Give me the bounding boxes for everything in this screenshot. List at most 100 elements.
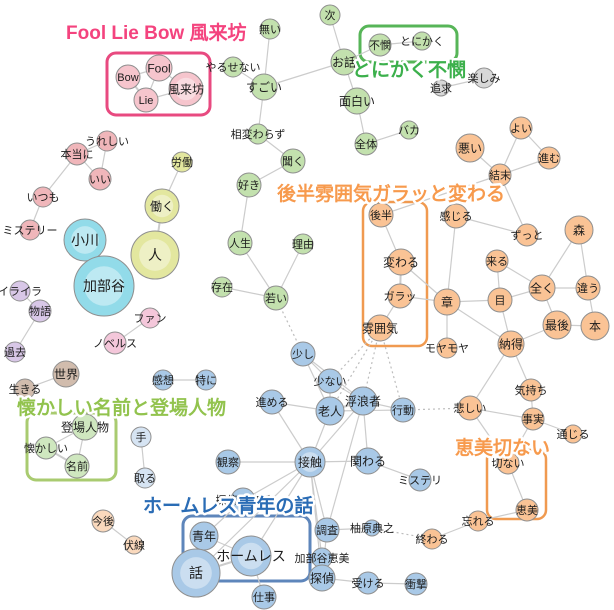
node-調査[interactable] [314,517,340,543]
node-少ない[interactable] [317,368,343,394]
node-納得[interactable] [497,330,525,358]
node-いい[interactable] [88,167,112,191]
node-いつも[interactable] [32,186,54,208]
edge-雰囲気-行動 [379,327,404,411]
node-よい[interactable] [509,116,533,140]
node-働く[interactable] [144,188,180,224]
node-無い[interactable] [259,18,281,40]
node-Bow[interactable] [115,64,141,90]
node-相変わらず[interactable] [247,123,269,145]
node-柚原典之[interactable] [363,519,381,537]
node-探偵[interactable] [308,564,336,592]
node-仕事[interactable] [251,584,277,610]
node-ミステリー[interactable] [19,219,41,241]
node-受ける[interactable] [356,571,380,595]
node-バカ[interactable] [399,120,419,140]
node-目[interactable] [487,287,513,313]
node-衝撃[interactable] [404,572,428,596]
node-労働[interactable] [171,151,193,173]
node-世界[interactable] [52,360,80,388]
node-面白い[interactable] [343,87,371,115]
node-名前[interactable] [64,453,90,479]
node-忘れる[interactable] [467,510,489,532]
node-ずっと[interactable] [515,223,539,247]
node-楽しみ[interactable] [473,67,495,89]
node-過去[interactable] [4,341,26,363]
node-違う[interactable] [575,275,601,301]
node-若い[interactable] [263,285,289,311]
node-悲しい[interactable] [457,395,483,421]
node-本[interactable] [580,311,610,341]
node-すごい[interactable] [250,73,278,101]
node-終わる[interactable] [421,528,443,550]
node-接触[interactable] [294,446,326,478]
node-存在[interactable] [211,276,233,298]
node-悪い[interactable] [455,133,485,163]
node-モヤモヤ[interactable] [436,337,458,359]
node-来る[interactable] [485,249,509,273]
node-事実[interactable] [521,407,545,431]
node-人生[interactable] [227,230,253,256]
node-後半[interactable] [368,202,394,228]
node-とにかく[interactable] [412,31,432,51]
node-次[interactable] [319,4,341,26]
node-手[interactable] [130,426,152,448]
node-章[interactable] [433,288,461,316]
node-聞く[interactable] [280,148,306,174]
node-感想[interactable] [152,369,174,391]
node-全体[interactable] [354,132,378,156]
node-label-次: 次 [325,8,336,22]
node-ミステリ[interactable] [408,468,432,492]
node-全く[interactable] [528,274,556,302]
node-話[interactable] [171,548,221,598]
node-風来坊[interactable] [168,71,204,107]
node-登場人物[interactable] [71,413,99,441]
node-お話[interactable] [330,48,358,76]
node-特に[interactable] [195,369,217,391]
node-浮浪者[interactable] [348,386,378,416]
node-老人[interactable] [315,396,345,426]
node-感じる[interactable] [443,203,469,229]
node-通じる[interactable] [563,424,583,444]
node-懐かしい[interactable] [34,436,58,460]
node-森[interactable] [564,215,594,245]
node-気持ち[interactable] [519,378,543,402]
node-切ない[interactable] [496,451,520,475]
node-加部谷[interactable] [73,255,135,317]
node-探偵事務所[interactable] [230,487,256,513]
node-理由[interactable] [292,233,314,255]
node-生きる[interactable] [14,378,36,400]
node-本当に[interactable] [65,142,89,166]
node-やるせない[interactable] [222,56,244,78]
node-人[interactable] [130,230,180,280]
node-変わる[interactable] [387,248,415,276]
node-今後[interactable] [91,509,115,533]
node-進める[interactable] [259,389,285,415]
node-雰囲気[interactable] [366,314,394,342]
node-うれしい[interactable] [96,130,118,152]
node-ファン[interactable] [139,307,161,329]
node-伏線[interactable] [124,535,144,555]
node-ガラッ[interactable] [387,283,413,309]
node-Lie[interactable] [133,87,159,113]
node-好き[interactable] [236,172,262,198]
node-ノベルス[interactable] [103,331,127,355]
node-label-Lie: Lie [139,95,154,107]
node-取る[interactable] [134,467,156,489]
node-Fool[interactable] [145,54,173,82]
node-小川[interactable] [63,218,107,262]
node-label-人生: 人生 [229,236,251,250]
node-結末[interactable] [488,163,512,187]
node-イライラ[interactable] [9,280,31,302]
node-追求[interactable] [432,79,450,97]
node-進む[interactable] [537,146,561,170]
node-恵美[interactable] [515,498,539,522]
node-物語[interactable] [28,299,52,323]
node-少し[interactable] [290,341,316,367]
node-観察[interactable] [215,449,241,475]
node-行動[interactable] [390,397,416,423]
node-最後[interactable] [542,310,572,340]
node-ホームレス[interactable] [230,535,272,577]
node-関わる[interactable] [354,447,382,475]
node-不憫[interactable] [368,33,392,57]
